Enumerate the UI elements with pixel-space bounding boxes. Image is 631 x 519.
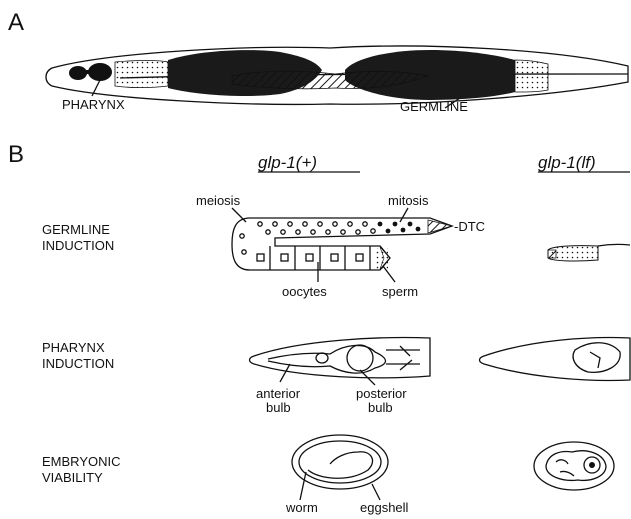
- row-label-pharynx-2: INDUCTION: [42, 356, 114, 371]
- panel-b-letter: B: [8, 141, 24, 168]
- label-meiosis: meiosis: [196, 193, 241, 208]
- row-label-germline-2: INDUCTION: [42, 238, 114, 253]
- genotype-wild-type: glp-1(+): [258, 153, 317, 172]
- row-label-germline-1: GERMLINE: [42, 222, 110, 237]
- label-eggshell: eggshell: [360, 500, 409, 515]
- worm-diagram: [46, 46, 628, 108]
- genotype-loss-of-function: glp-1(lf): [538, 153, 596, 172]
- label-posterior-bulb-1: posterior: [356, 386, 407, 401]
- row-label-embryonic-1: EMBRYONIC: [42, 454, 121, 469]
- gonad-wild-type: [232, 208, 452, 282]
- embryo-loss-of-function: [534, 442, 614, 490]
- label-anterior-bulb-2: bulb: [266, 400, 291, 415]
- label-oocytes: oocytes: [282, 284, 327, 299]
- label-posterior-bulb-2: bulb: [368, 400, 393, 415]
- gonad-loss-of-function: [548, 244, 630, 261]
- row-label-pharynx-1: PHARYNX: [42, 340, 105, 355]
- pharynx-wild-type: [250, 338, 431, 385]
- row-label-embryonic-2: VIABILITY: [42, 470, 103, 485]
- label-dtc: -DTC: [454, 219, 485, 234]
- panel-a-letter: A: [8, 9, 24, 36]
- label-sperm: sperm: [382, 284, 418, 299]
- embryo-wild-type: [292, 435, 388, 500]
- label-worm: worm: [285, 500, 318, 515]
- label-anterior-bulb-1: anterior: [256, 386, 301, 401]
- pharynx-loss-of-function: [480, 338, 631, 381]
- label-mitosis: mitosis: [388, 193, 429, 208]
- label-pharynx: PHARYNX: [62, 97, 125, 112]
- label-germline: GERMLINE: [400, 99, 468, 114]
